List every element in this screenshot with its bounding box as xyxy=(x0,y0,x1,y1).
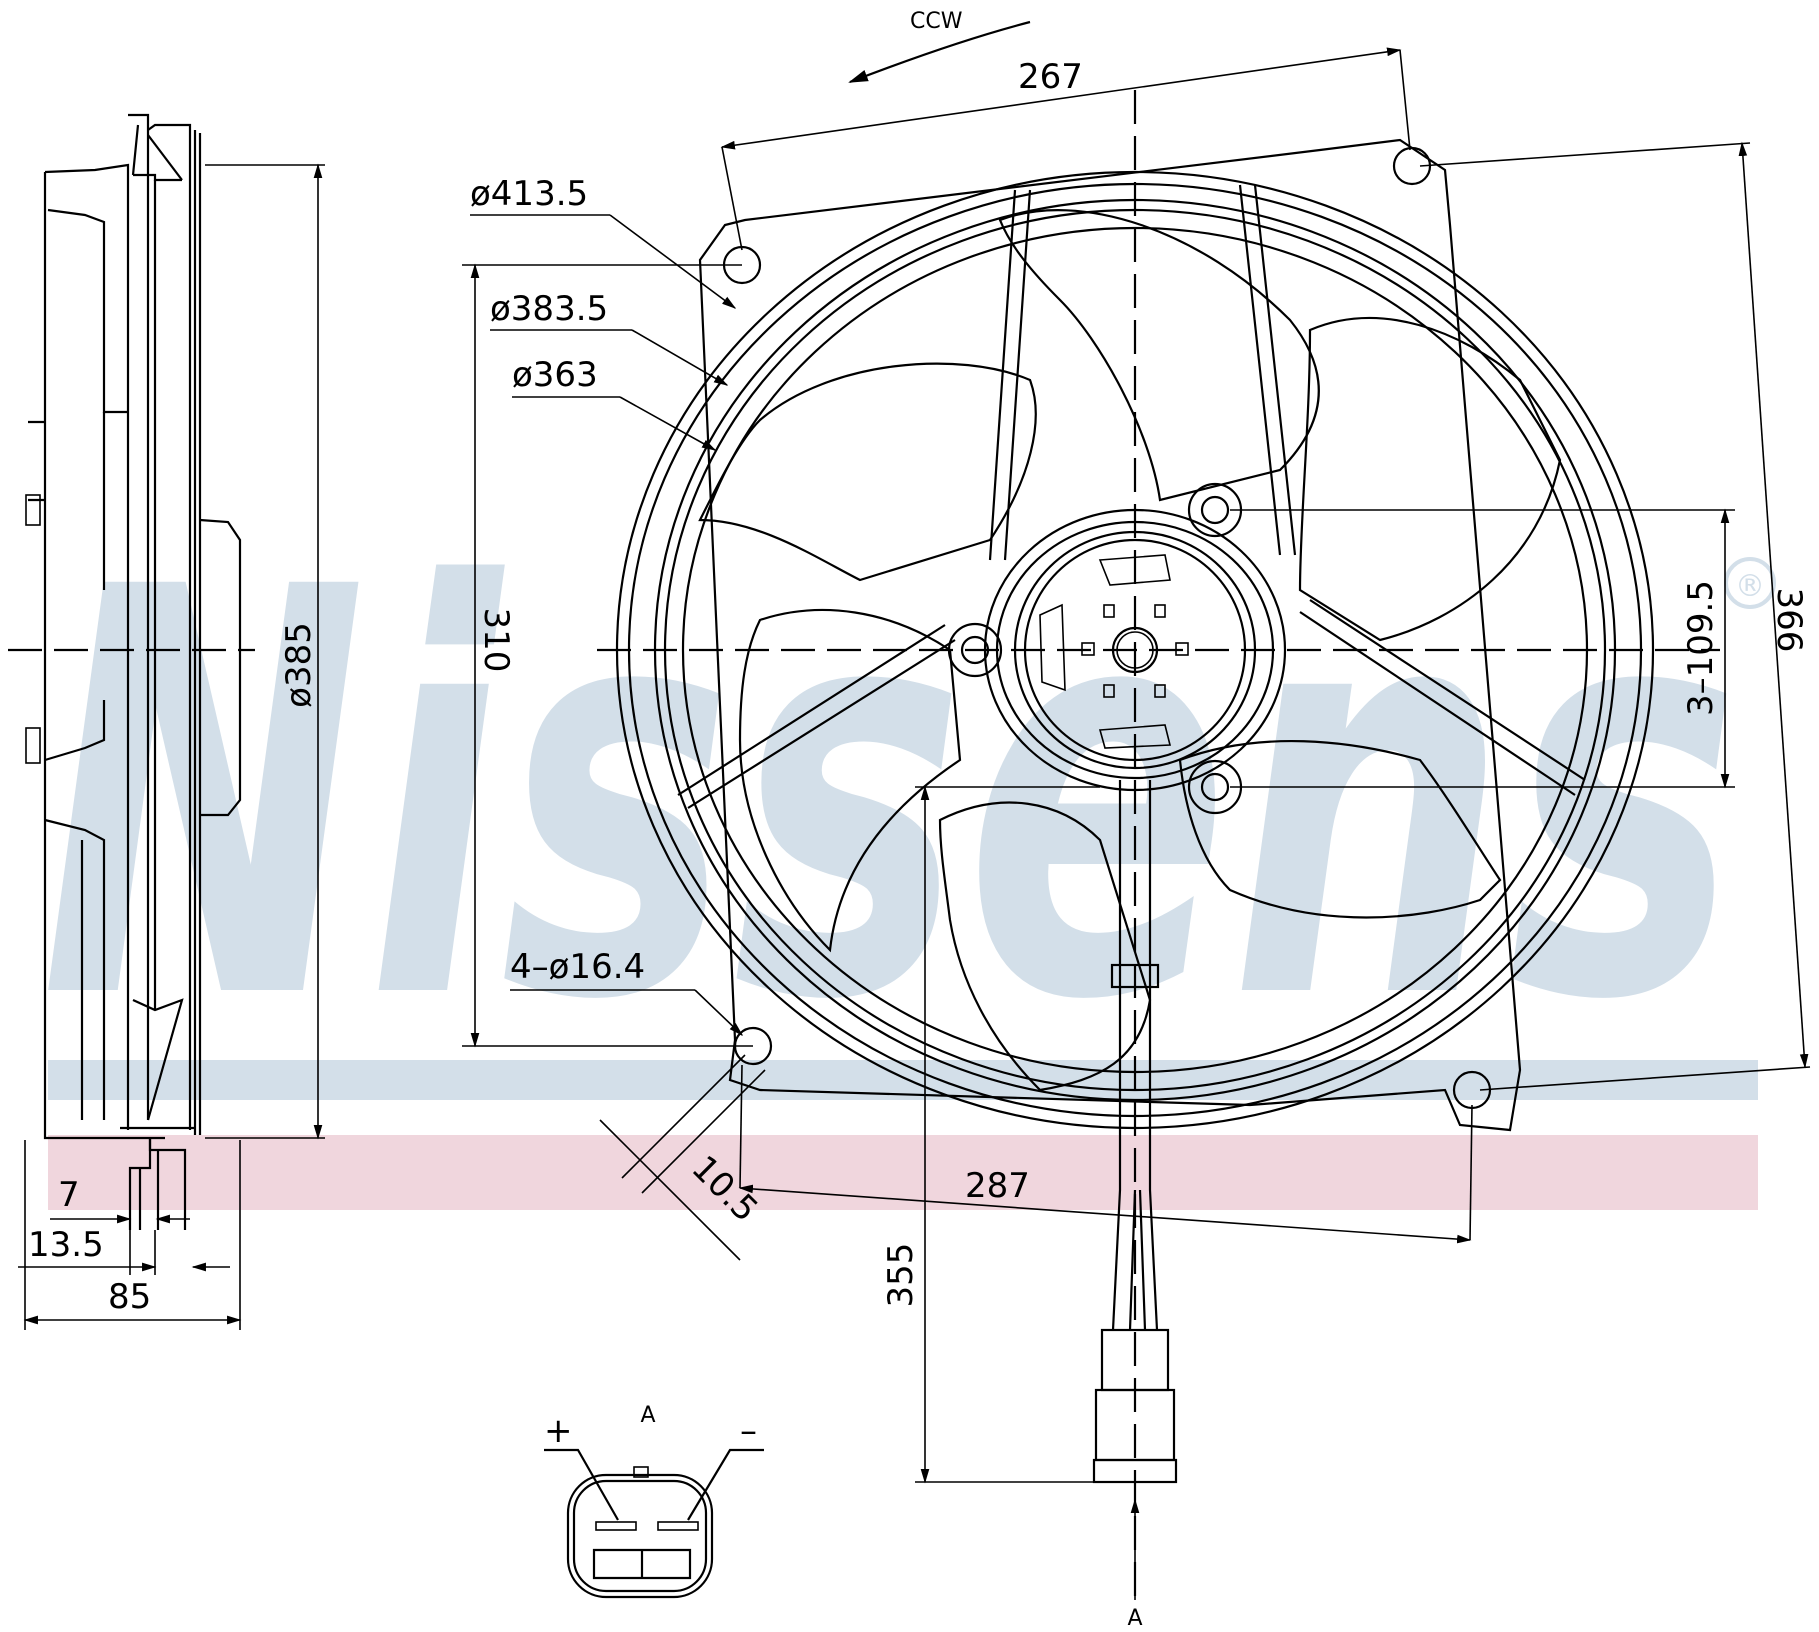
rotation-label: CCW xyxy=(910,9,963,34)
pin-positive xyxy=(595,1521,637,1531)
spoke-1 xyxy=(988,189,1032,561)
dim-mount-holes: 4–ø16.4 xyxy=(510,947,645,987)
watermark-text: Nissens xyxy=(40,471,1740,1123)
blade-4 xyxy=(938,801,1152,1092)
connector-body-outer xyxy=(566,1473,714,1599)
spoke-2 xyxy=(1238,184,1297,556)
fan-blades xyxy=(698,209,1562,1092)
connector-detail: A + – xyxy=(544,1403,764,1599)
side-view: ø385 7 13.5 85 xyxy=(8,113,325,1330)
spoke-3 xyxy=(677,624,956,809)
section-label: A xyxy=(1127,1606,1142,1631)
dim-side-depth: 85 xyxy=(108,1277,151,1317)
positive-leader xyxy=(544,1448,619,1521)
dim-hole-spacing-bottom: 287 xyxy=(965,1166,1030,1206)
connector-body-inner xyxy=(572,1479,708,1593)
blade-1 xyxy=(998,209,1320,502)
dim-hole-spacing-right: 366 xyxy=(1769,588,1809,653)
dim-side-offset-7: 7 xyxy=(58,1175,80,1215)
watermark: Nissens ® xyxy=(40,471,1776,1210)
dim-hole-spacing-top: 267 xyxy=(1018,57,1083,97)
motor-bolt-top xyxy=(1200,495,1230,525)
cable xyxy=(1118,780,1152,1190)
dim-cable-length: 355 xyxy=(881,1243,921,1308)
dim-side-offset-13-5: 13.5 xyxy=(28,1225,104,1265)
dim-motor-bolt-pattern: 3–109.5 xyxy=(1681,580,1721,716)
dim-diameter-outer: ø413.5 xyxy=(470,174,588,214)
dim-hole-spacing-left: 310 xyxy=(476,608,516,673)
dim-side-diameter: ø385 xyxy=(279,622,319,708)
blade-3 xyxy=(738,608,962,953)
connector-positive-label: + xyxy=(544,1411,573,1451)
blade-5 xyxy=(1178,739,1502,919)
motor-bolt-bottom xyxy=(1200,772,1230,802)
watermark-pink-band xyxy=(48,1135,1758,1210)
dim-diameter-shroud: ø383.5 xyxy=(490,289,608,329)
pin-negative xyxy=(657,1521,699,1531)
front-view: CCW 267 ø413.5 ø383.5 ø363 310 366 3–109… xyxy=(462,9,1811,1631)
dim-diameter-blade: ø363 xyxy=(512,355,598,395)
blade-6 xyxy=(1298,317,1562,642)
blade-2 xyxy=(698,362,1037,582)
side-bolt-lower xyxy=(25,727,41,764)
registered-mark: ® xyxy=(1735,569,1765,604)
side-bolt-upper xyxy=(25,494,41,526)
connector-negative-label: – xyxy=(740,1411,757,1451)
connector-view-label: A xyxy=(640,1403,655,1428)
spoke-4 xyxy=(1299,599,1586,796)
